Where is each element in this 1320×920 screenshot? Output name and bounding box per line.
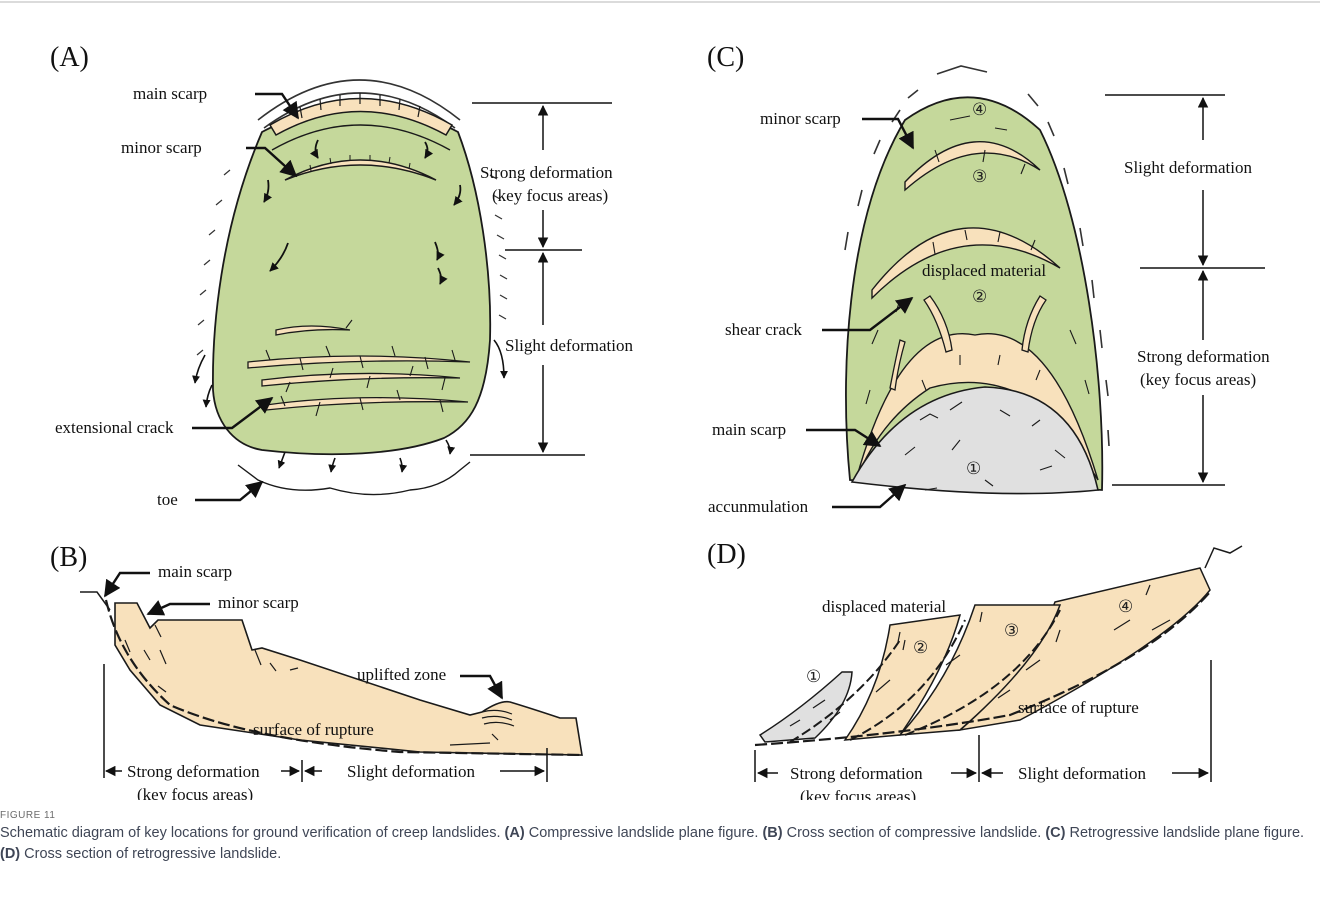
- label-minor-scarp-b: minor scarp: [218, 593, 299, 612]
- panel-d-letter: (D): [707, 539, 746, 570]
- label-extensional-crack-a: extensional crack: [55, 418, 174, 437]
- label-slight-a: Slight deformation: [505, 336, 633, 355]
- panel-c-letter: (C): [707, 42, 744, 73]
- dimension-lines-a: [470, 103, 612, 455]
- caption-part-d: Cross section of retrogressive landslide…: [20, 846, 281, 862]
- label-strong-b-2: (key focus areas): [137, 785, 253, 800]
- label-slight-d: Slight deformation: [1018, 764, 1146, 783]
- label-uplifted-zone-b: uplifted zone: [357, 665, 446, 684]
- label-strong-b-1: Strong deformation: [127, 762, 260, 781]
- ground-surface-d: [1205, 546, 1242, 568]
- label-displaced-material-c: displaced material: [922, 261, 1046, 280]
- caption-intro: Schematic diagram of key locations for g…: [0, 825, 505, 841]
- label-accumulation-c: accunmulation: [708, 497, 809, 516]
- label-slight-b: Slight deformation: [347, 762, 475, 781]
- label-minor-scarp-a: minor scarp: [121, 138, 202, 157]
- panel-a: (A): [50, 42, 633, 509]
- landslide-diagram: (A): [0, 0, 1320, 800]
- label-strong-a-1: Strong deformation: [480, 163, 613, 182]
- label-strong-a-2: (key focus areas): [492, 186, 608, 205]
- segment-number-4: ④: [972, 100, 987, 120]
- label-strong-c-1: Strong deformation: [1137, 347, 1270, 366]
- toe-line-a: [238, 462, 470, 495]
- label-main-scarp-c: main scarp: [712, 420, 786, 439]
- label-strong-c-2: (key focus areas): [1140, 370, 1256, 389]
- caption-part-a: Compressive landslide plane figure.: [525, 825, 763, 841]
- segment-number-2: ②: [972, 287, 987, 307]
- caption-tag-b: (B): [762, 825, 782, 841]
- figure-label: FIGURE 11: [0, 810, 1320, 821]
- label-main-scarp-a: main scarp: [133, 84, 207, 103]
- dimension-lines-c: [1105, 95, 1265, 485]
- label-shear-crack-c: shear crack: [725, 320, 802, 339]
- panel-c: (C): [707, 42, 1270, 516]
- caption-tag-c: (C): [1045, 825, 1065, 841]
- label-strong-d-1: Strong deformation: [790, 764, 923, 783]
- label-minor-scarp-c: minor scarp: [760, 109, 841, 128]
- figure-caption: FIGURE 11 Schematic diagram of key locat…: [0, 810, 1320, 865]
- label-slight-c: Slight deformation: [1124, 158, 1252, 177]
- label-rupture-d: surface of rupture: [1018, 698, 1139, 717]
- segment-number-1: ①: [966, 459, 981, 479]
- panel-b-letter: (B): [50, 542, 87, 573]
- label-displaced-material-d: displaced material: [822, 597, 946, 616]
- segment-number-1-d: ①: [806, 667, 821, 687]
- segment-number-2-d: ②: [913, 638, 928, 658]
- label-toe-a: toe: [157, 490, 178, 509]
- caption-part-b: Cross section of compressive landslide.: [783, 825, 1046, 841]
- label-main-scarp-b: main scarp: [158, 562, 232, 581]
- panel-b: (B) main scarp minor scarp uplifted zone…: [50, 542, 582, 800]
- label-rupture-b: surface of rupture: [253, 720, 374, 739]
- segment-number-3-d: ③: [1004, 621, 1019, 641]
- caption-part-c: Retrogressive landslide plane figure.: [1065, 825, 1304, 841]
- label-strong-d-2: (key focus areas): [800, 787, 916, 800]
- segment-number-4-d: ④: [1118, 597, 1133, 617]
- panel-d: (D) ① ② ③ ④ displaced material surface o…: [707, 539, 1242, 800]
- caption-text: Schematic diagram of key locations for g…: [0, 823, 1320, 865]
- caption-tag-d: (D): [0, 846, 20, 862]
- segment-number-3: ③: [972, 167, 987, 187]
- panel-a-letter: (A): [50, 42, 89, 73]
- caption-tag-a: (A): [505, 825, 525, 841]
